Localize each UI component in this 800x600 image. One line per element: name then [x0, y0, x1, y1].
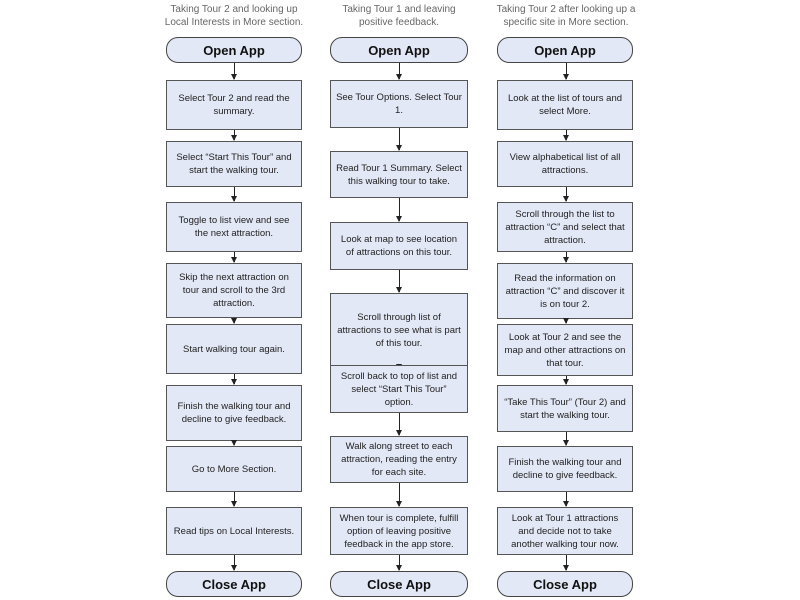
column-3-step-1: Look at the list of tours and select Mor… — [497, 80, 633, 130]
column-1-arrow-2 — [231, 130, 237, 141]
column-3-step-3: Scroll through the list to attraction “C… — [497, 202, 633, 252]
column-2-arrow-7 — [396, 483, 402, 507]
column-1-step-8: Read tips on Local Interests. — [166, 507, 302, 555]
column-1-step-7: Go to More Section. — [166, 446, 302, 492]
column-1-step-5: Start walking tour again. — [166, 324, 302, 374]
column-3-open-app: Open App — [497, 37, 633, 63]
column-2-arrow-close — [396, 555, 402, 571]
column-1-arrow-5 — [231, 318, 237, 324]
column-3-step-7: Finish the walking tour and decline to g… — [497, 446, 633, 492]
column-2-step-3: Look at map to see location of attractio… — [330, 222, 468, 270]
column-1-arrow-1 — [231, 63, 237, 80]
column-2-arrow-3 — [396, 198, 402, 222]
column-2-arrow-2 — [396, 128, 402, 151]
column-2-step-1: See Tour Options. Select Tour 1. — [330, 80, 468, 128]
column-3-arrow-6 — [563, 376, 569, 385]
column-3-close-app: Close App — [497, 571, 633, 597]
column-2-arrow-4 — [396, 270, 402, 293]
column-3-arrow-3 — [563, 187, 569, 202]
column-1-arrow-8 — [231, 492, 237, 507]
column-1-step-3: Toggle to list view and see the next att… — [166, 202, 302, 252]
column-1-step-2: Select “Start This Tour” and start the w… — [166, 141, 302, 187]
column-1-step-4: Skip the next attraction on tour and scr… — [166, 263, 302, 318]
column-1-open-app: Open App — [166, 37, 302, 63]
column-1-arrow-6 — [231, 374, 237, 385]
column-2-arrow-6 — [396, 413, 402, 436]
column-3-step-8: Look at Tour 1 attractions and decide no… — [497, 507, 633, 555]
column-1-header: Taking Tour 2 and looking up Local Inter… — [164, 4, 304, 28]
column-2-open-app: Open App — [330, 37, 468, 63]
column-2-close-app: Close App — [330, 571, 468, 597]
column-2-header: Taking Tour 1 and leaving positive feedb… — [342, 4, 456, 28]
column-1-arrow-4 — [231, 252, 237, 263]
column-1-arrow-7 — [231, 440, 237, 446]
column-1-step-1: Select Tour 2 and read the summary. — [166, 80, 302, 130]
column-3-step-6: “Take This Tour” (Tour 2) and start the … — [497, 385, 633, 432]
column-3-step-4: Read the information on attraction “C” a… — [497, 263, 633, 319]
column-1-step-6: Finish the walking tour and decline to g… — [166, 385, 302, 441]
column-2-step-5: Scroll back to top of list and select “S… — [330, 365, 468, 413]
column-3-arrow-8 — [563, 492, 569, 507]
column-1-arrow-3 — [231, 187, 237, 202]
column-2-step-2: Read Tour 1 Summary. Select this walking… — [330, 151, 468, 198]
column-2-arrow-1 — [396, 63, 402, 80]
column-1-close-app: Close App — [166, 571, 302, 597]
column-3-arrow-4 — [563, 252, 569, 263]
column-2-step-6: Walk along street to each attraction, re… — [330, 436, 468, 483]
column-3-step-2: View alphabetical list of all attraction… — [497, 141, 633, 187]
column-3-arrow-1 — [563, 63, 569, 80]
column-2-step-4: Scroll through list of attractions to se… — [330, 293, 468, 367]
column-1-arrow-close — [231, 555, 237, 571]
column-3-arrow-2 — [563, 130, 569, 141]
column-3-step-5: Look at Tour 2 and see the map and other… — [497, 324, 633, 376]
column-2-step-7: When tour is complete, fulfill option of… — [330, 507, 468, 555]
column-3-arrow-close — [563, 555, 569, 571]
column-3-arrow-7 — [563, 432, 569, 446]
column-3-header: Taking Tour 2 after looking up a specifi… — [496, 4, 636, 28]
column-3-arrow-5 — [563, 318, 569, 324]
